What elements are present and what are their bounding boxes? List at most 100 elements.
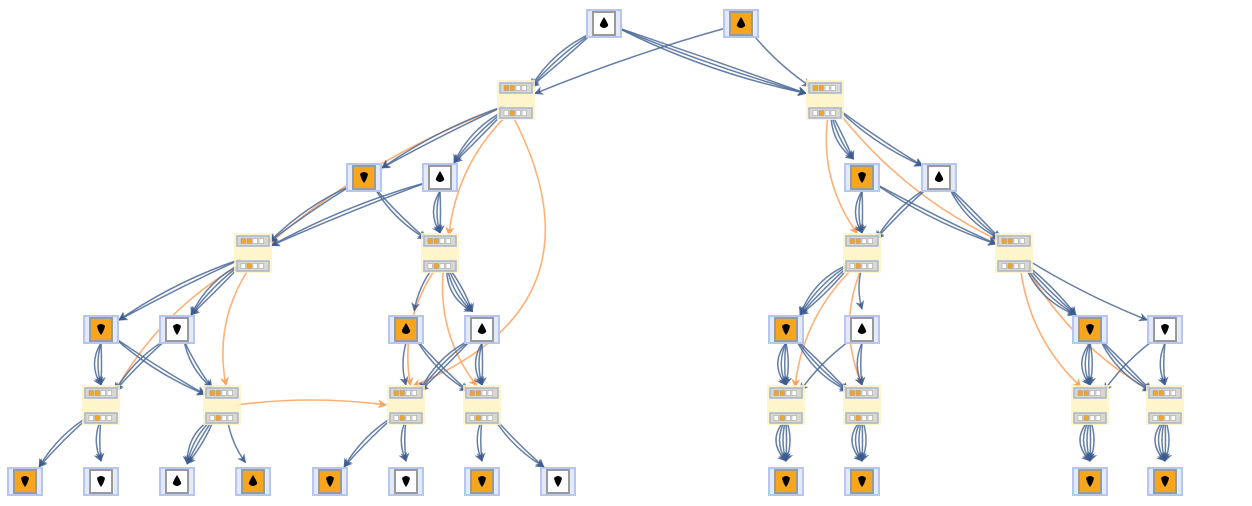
state-node[interactable] bbox=[235, 467, 271, 496]
drop-icon bbox=[435, 171, 445, 182]
event-node[interactable] bbox=[1146, 385, 1184, 425]
state-edge bbox=[268, 184, 353, 243]
state-edge bbox=[874, 182, 997, 246]
state-edge bbox=[270, 181, 428, 247]
state-node[interactable] bbox=[388, 467, 424, 496]
state-node[interactable] bbox=[1072, 467, 1108, 496]
state-edge bbox=[95, 418, 105, 462]
state-node[interactable] bbox=[844, 163, 880, 192]
event-node[interactable] bbox=[806, 80, 844, 120]
event-node[interactable] bbox=[203, 385, 241, 425]
drop-icon bbox=[173, 324, 181, 335]
state-node[interactable] bbox=[159, 315, 195, 344]
state-edge bbox=[616, 26, 807, 96]
state-edge bbox=[183, 340, 213, 389]
state-edge bbox=[477, 342, 487, 386]
state-edge bbox=[530, 31, 594, 88]
event-node[interactable] bbox=[387, 385, 425, 425]
drop-icon bbox=[1161, 324, 1169, 335]
state-edge bbox=[854, 342, 863, 386]
state-edge bbox=[853, 190, 863, 234]
drop-icon bbox=[97, 324, 105, 335]
drop-icon bbox=[172, 475, 182, 486]
state-edge bbox=[836, 107, 924, 167]
state-node[interactable] bbox=[844, 315, 880, 344]
event-node[interactable] bbox=[1071, 385, 1109, 425]
state-edge bbox=[616, 26, 807, 97]
state-node[interactable] bbox=[159, 467, 195, 496]
state-edge bbox=[118, 258, 241, 321]
event-node[interactable] bbox=[234, 233, 272, 273]
state-edge bbox=[419, 338, 473, 392]
state-node[interactable] bbox=[1072, 315, 1108, 344]
drop-icon bbox=[326, 476, 334, 487]
state-edge bbox=[373, 186, 427, 240]
state-node[interactable] bbox=[723, 9, 759, 38]
event-node[interactable] bbox=[497, 80, 535, 120]
state-node[interactable] bbox=[586, 9, 622, 38]
state-edge bbox=[1159, 342, 1169, 386]
drop-icon bbox=[599, 17, 609, 28]
event-node[interactable] bbox=[463, 385, 501, 425]
event-node[interactable] bbox=[421, 233, 459, 273]
state-edge bbox=[948, 186, 1001, 240]
state-edge bbox=[399, 342, 409, 386]
state-node[interactable] bbox=[7, 467, 43, 496]
event-node[interactable] bbox=[767, 385, 805, 425]
state-edge bbox=[1157, 342, 1166, 386]
state-node[interactable] bbox=[540, 467, 576, 496]
event-edge bbox=[825, 113, 858, 235]
state-node[interactable] bbox=[388, 315, 424, 344]
state-edge bbox=[183, 340, 213, 389]
drop-icon bbox=[782, 476, 790, 487]
state-edge bbox=[1085, 418, 1095, 462]
state-node[interactable] bbox=[1147, 467, 1183, 496]
event-node[interactable] bbox=[82, 385, 120, 425]
state-edge bbox=[1160, 418, 1170, 462]
state-edge bbox=[874, 182, 997, 245]
drop-icon bbox=[97, 476, 105, 487]
state-node[interactable] bbox=[844, 467, 880, 496]
drop-icon bbox=[248, 475, 258, 486]
drop-icon bbox=[402, 476, 410, 487]
event-edge bbox=[220, 266, 251, 387]
event-edge bbox=[445, 111, 511, 236]
state-edge bbox=[381, 105, 504, 169]
state-edge bbox=[431, 190, 441, 234]
state-node[interactable] bbox=[83, 467, 119, 496]
state-node[interactable] bbox=[346, 163, 382, 192]
state-node[interactable] bbox=[768, 315, 804, 344]
event-edge bbox=[235, 399, 387, 409]
state-edge bbox=[948, 186, 1001, 240]
state-edge bbox=[373, 186, 427, 240]
state-node[interactable] bbox=[464, 467, 500, 496]
state-node[interactable] bbox=[1147, 315, 1183, 344]
drop-icon bbox=[478, 476, 486, 487]
drop-icon bbox=[477, 323, 487, 334]
event-node[interactable] bbox=[843, 385, 881, 425]
state-edge bbox=[473, 342, 483, 386]
state-node[interactable] bbox=[921, 163, 957, 192]
event-node[interactable] bbox=[995, 233, 1033, 273]
state-edge bbox=[875, 186, 930, 240]
state-edge bbox=[799, 338, 853, 392]
state-edge bbox=[118, 258, 241, 321]
state-edge bbox=[616, 26, 807, 95]
state-edge bbox=[836, 107, 924, 167]
drop-icon bbox=[857, 323, 867, 334]
state-node[interactable] bbox=[422, 163, 458, 192]
state-edge bbox=[780, 342, 790, 386]
state-node[interactable] bbox=[768, 467, 804, 496]
drop-icon bbox=[21, 476, 29, 487]
state-edge bbox=[857, 190, 867, 234]
state-node[interactable] bbox=[83, 315, 119, 344]
state-node[interactable] bbox=[464, 315, 500, 344]
state-node[interactable] bbox=[312, 467, 348, 496]
state-edge bbox=[1081, 342, 1091, 386]
drop-icon bbox=[554, 476, 562, 487]
state-edge bbox=[856, 342, 866, 386]
state-edge bbox=[777, 342, 787, 386]
state-edge bbox=[530, 31, 594, 88]
event-node[interactable] bbox=[843, 233, 881, 273]
